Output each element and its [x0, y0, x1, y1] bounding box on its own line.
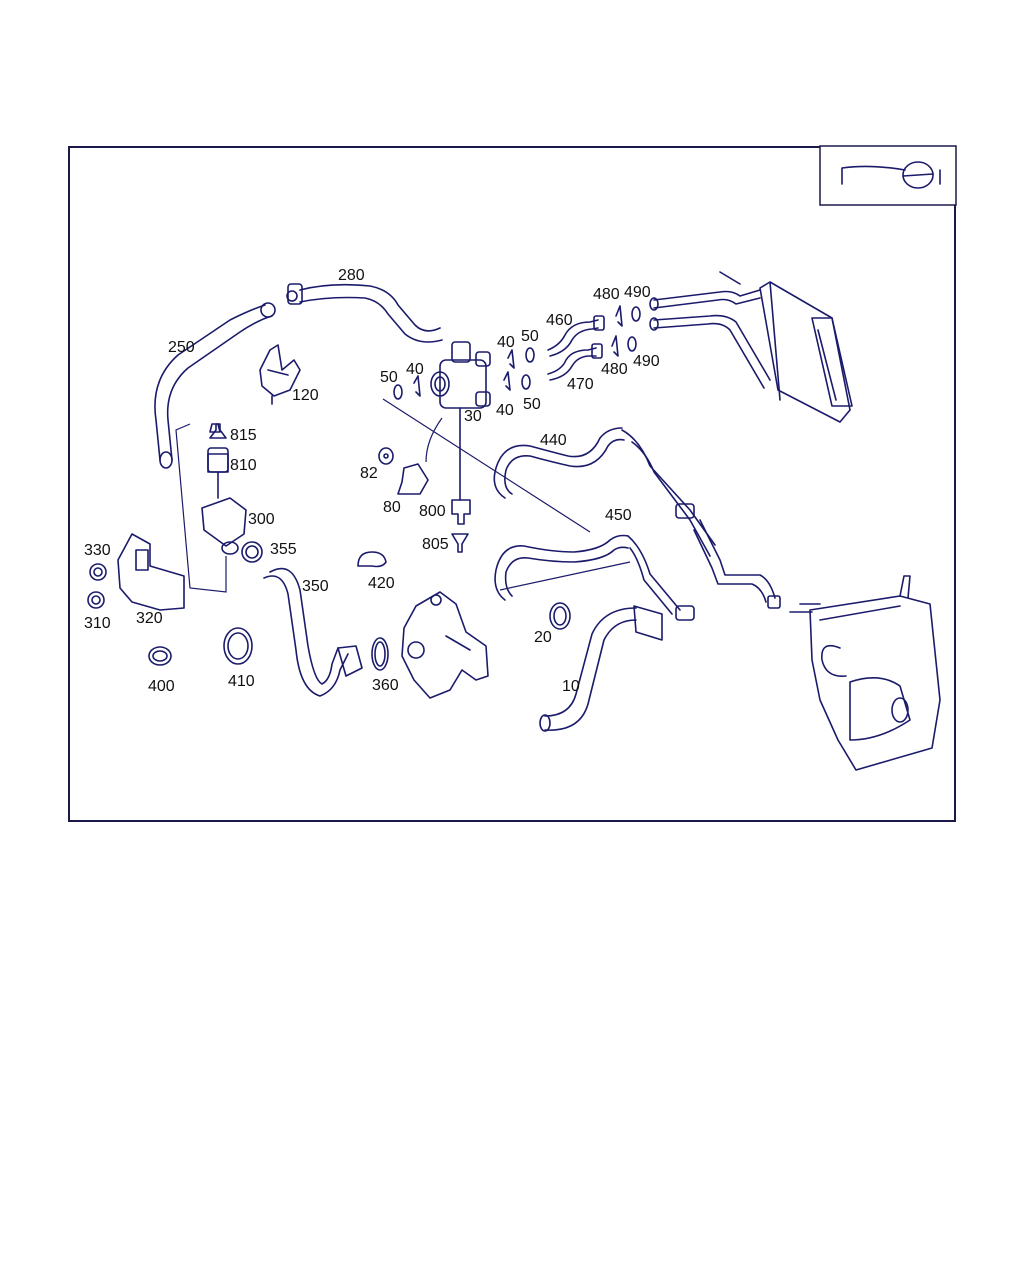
hose-450 [494, 534, 695, 621]
callout-300: 300 [248, 511, 275, 528]
connector-810 [207, 453, 229, 473]
hose-350 [263, 567, 363, 697]
pipe-470 [547, 343, 603, 381]
hose-280 [286, 283, 443, 343]
clip-washer-left [393, 375, 421, 400]
callout-320: 320 [136, 610, 163, 627]
callout-330: 330 [84, 542, 111, 559]
callout-480: 480 [593, 286, 620, 303]
callout-355: 355 [270, 541, 297, 558]
callout-50: 50 [521, 328, 539, 345]
callout-480: 480 [601, 361, 628, 378]
callout-400: 400 [148, 678, 175, 695]
pump-housing [401, 591, 489, 699]
callout-490: 490 [633, 353, 660, 370]
callout-40: 40 [496, 402, 514, 419]
connector-800 [451, 499, 471, 525]
clip-washer-right [503, 347, 535, 391]
connector-815 [209, 423, 227, 439]
callout-280: 280 [338, 267, 365, 284]
vehicle-orientation-icon [819, 145, 957, 206]
callout-410: 410 [228, 673, 255, 690]
bracket-80 [397, 417, 443, 495]
clamp-400 [148, 646, 172, 666]
pipe-460 [547, 315, 605, 357]
callout-450: 450 [605, 507, 632, 524]
washer-82 [378, 447, 394, 465]
callout-50: 50 [380, 369, 398, 386]
expansion-tank [789, 575, 941, 771]
callout-120: 120 [292, 387, 319, 404]
callout-82: 82 [360, 465, 378, 482]
diagram-frame [68, 146, 956, 822]
valve-30 [430, 341, 491, 501]
connector-805 [451, 533, 469, 553]
callout-20: 20 [534, 629, 552, 646]
callout-350: 350 [302, 578, 329, 595]
callout-310: 310 [84, 615, 111, 632]
clip-washer-480-490 [611, 305, 641, 357]
bracket-120 [259, 344, 301, 405]
callout-810: 810 [230, 457, 257, 474]
callout-360: 360 [372, 677, 399, 694]
bracket-320 [117, 533, 185, 611]
callout-10: 10 [562, 678, 580, 695]
clamp-355 [241, 541, 263, 563]
hose-10 [539, 605, 663, 732]
heater-core [649, 271, 853, 423]
callout-460: 460 [546, 312, 573, 329]
callout-420: 420 [368, 575, 395, 592]
clamp-360 [371, 637, 389, 671]
callout-470: 470 [567, 376, 594, 393]
callout-50: 50 [523, 396, 541, 413]
callout-40: 40 [406, 361, 424, 378]
hose-250 [154, 302, 276, 469]
clamp-20 [549, 602, 571, 630]
callout-800: 800 [419, 503, 446, 520]
nut-310 [87, 591, 105, 609]
callout-815: 815 [230, 427, 257, 444]
hose-440 [493, 427, 781, 609]
callout-80: 80 [383, 499, 401, 516]
callout-440: 440 [540, 432, 567, 449]
callout-40: 40 [497, 334, 515, 351]
callout-250: 250 [168, 339, 195, 356]
callout-30: 30 [464, 408, 482, 425]
nut-330 [89, 563, 107, 581]
clip-420 [357, 551, 387, 568]
clamp-410 [223, 627, 253, 665]
callout-490: 490 [624, 284, 651, 301]
callout-805: 805 [422, 536, 449, 553]
